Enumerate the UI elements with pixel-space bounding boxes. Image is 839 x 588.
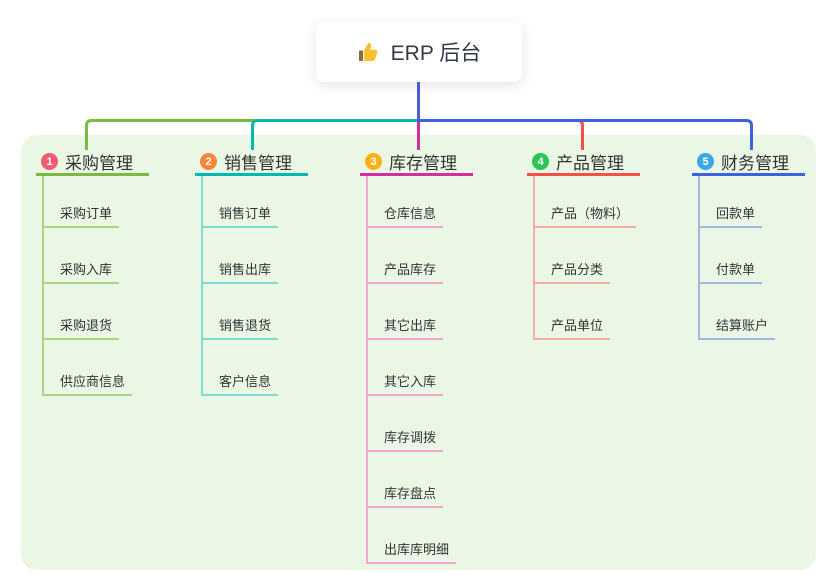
- child-node[interactable]: 回款单: [700, 176, 763, 228]
- root-title: ERP 后台: [390, 42, 482, 65]
- child-node[interactable]: 采购退货: [44, 284, 120, 340]
- child-node[interactable]: 库存调拨: [368, 396, 444, 452]
- branch-title: 采购管理: [65, 154, 133, 173]
- child-node[interactable]: 结算账户: [700, 284, 776, 340]
- branch-header-purchase[interactable]: 1 采购管理: [36, 150, 149, 176]
- thumbs-up-icon: [357, 40, 381, 64]
- branch-number-badge: 5: [697, 153, 714, 170]
- branch-children: 回款单 付款单 结算账户: [698, 176, 776, 340]
- child-node[interactable]: 销售出库: [203, 228, 279, 284]
- branch-inventory: 3 库存管理 仓库信息 产品库存 其它出库 其它入库 库存调拨 库存盘点 出库库…: [360, 150, 473, 564]
- child-node[interactable]: 客户信息: [203, 340, 279, 396]
- branch-header-product[interactable]: 4 产品管理: [527, 150, 640, 176]
- branch-children: 产品（物料） 产品分类 产品单位: [533, 176, 637, 340]
- branch-purchase: 1 采购管理 采购订单 采购入库 采购退货 供应商信息: [36, 150, 149, 396]
- branch-header-finance[interactable]: 5 财务管理: [692, 150, 805, 176]
- branch-sales: 2 销售管理 销售订单 销售出库 销售退货 客户信息: [195, 150, 308, 396]
- child-node[interactable]: 采购订单: [44, 176, 120, 228]
- child-node[interactable]: 库存盘点: [368, 452, 444, 508]
- branch-title: 销售管理: [224, 154, 292, 173]
- branch-number-badge: 1: [41, 153, 58, 170]
- branch-finance: 5 财务管理 回款单 付款单 结算账户: [692, 150, 805, 340]
- branch-number-badge: 4: [532, 153, 549, 170]
- branch-product: 4 产品管理 产品（物料） 产品分类 产品单位: [527, 150, 640, 340]
- child-node[interactable]: 其它出库: [368, 284, 444, 340]
- branch-children: 采购订单 采购入库 采购退货 供应商信息: [42, 176, 133, 396]
- branch-title: 财务管理: [721, 154, 789, 173]
- branch-children: 仓库信息 产品库存 其它出库 其它入库 库存调拨 库存盘点 出库库明细: [366, 176, 457, 564]
- child-node[interactable]: 供应商信息: [44, 340, 133, 396]
- branch-title: 库存管理: [389, 154, 457, 173]
- branch-title: 产品管理: [556, 154, 624, 173]
- child-node[interactable]: 销售退货: [203, 284, 279, 340]
- child-node[interactable]: 仓库信息: [368, 176, 444, 228]
- child-node[interactable]: 产品库存: [368, 228, 444, 284]
- child-node[interactable]: 出库库明细: [368, 508, 457, 564]
- child-node[interactable]: 产品分类: [535, 228, 611, 284]
- branch-children: 销售订单 销售出库 销售退货 客户信息: [201, 176, 279, 396]
- child-node[interactable]: 其它入库: [368, 340, 444, 396]
- branch-header-sales[interactable]: 2 销售管理: [195, 150, 308, 176]
- child-node[interactable]: 付款单: [700, 228, 763, 284]
- branch-number-badge: 3: [365, 153, 382, 170]
- branch-header-inventory[interactable]: 3 库存管理: [360, 150, 473, 176]
- connector-root: [417, 82, 420, 122]
- root-node[interactable]: ERP 后台: [316, 22, 522, 82]
- child-node[interactable]: 产品（物料）: [535, 176, 637, 228]
- child-node[interactable]: 销售订单: [203, 176, 279, 228]
- branch-number-badge: 2: [200, 153, 217, 170]
- child-node[interactable]: 产品单位: [535, 284, 611, 340]
- child-node[interactable]: 采购入库: [44, 228, 120, 284]
- branches-panel: [21, 135, 816, 570]
